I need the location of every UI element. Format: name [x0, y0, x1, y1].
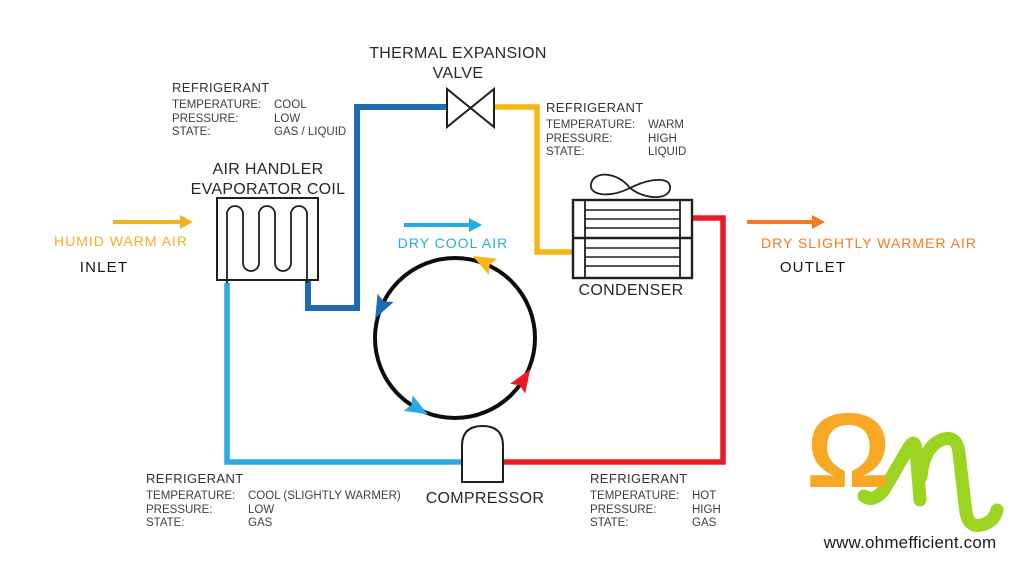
refrigerant-heading: REFRIGERANT: [590, 471, 688, 486]
compressor-title: COMPRESSOR: [425, 490, 545, 507]
refrigerant-block-after-compressor: REFRIGERANT TEMPERATURE:HOT PRESSURE:HIG…: [590, 471, 721, 529]
logo-omega-icon: Ω: [806, 392, 891, 510]
refrigerant-block-after-expansion-valve: REFRIGERANT TEMPERATURE:COOL PRESSURE:LO…: [172, 80, 347, 138]
condenser-title: CONDENSER: [578, 282, 684, 299]
inlet-air-label: HUMID WARM AIR: [53, 233, 189, 249]
cycle-arrow-bottom-icon: [403, 395, 428, 415]
cycle-arrow-top-icon: [472, 255, 498, 275]
cycle-arrow-right-icon: [510, 369, 531, 394]
evaporator-box: [216, 197, 319, 281]
outlet-air-arrowhead-icon: [812, 215, 825, 229]
outlet-air-label: DRY SLIGHTLY WARMER AIR: [761, 235, 977, 251]
condenser-fan-icon: [590, 173, 671, 199]
pipe-evaporator-to-compressor: [224, 283, 462, 465]
center-air-arrowhead-icon: [469, 218, 482, 232]
pipe-compressor-to-condenser: [503, 215, 726, 465]
pipe-valve-to-evaporator: [305, 104, 449, 311]
expansion-valve-icon: [446, 86, 495, 130]
air-handler-title: AIR HANDLER EVAPORATOR COIL: [190, 161, 346, 198]
compressor-icon: [461, 424, 504, 483]
refrigerant-heading: REFRIGERANT: [172, 80, 270, 95]
outlet-label: OUTLET: [779, 259, 847, 276]
refrigerant-block-before-expansion-valve: REFRIGERANT TEMPERATURE:WARM PRESSURE:HI…: [546, 100, 687, 158]
refrigerant-heading: REFRIGERANT: [146, 471, 244, 486]
refrigerant-heading: REFRIGERANT: [546, 100, 644, 115]
website-text: www.ohmefficient.com: [823, 533, 997, 552]
center-air-label: DRY COOL AIR: [397, 235, 509, 251]
evaporator-coil-icon: [226, 205, 308, 283]
inlet-label: INLET: [79, 259, 129, 276]
thermal-expansion-valve-title: THERMAL EXPANSION VALVE: [369, 45, 547, 82]
inlet-air-arrowhead-icon: [180, 215, 193, 229]
pipe-condenser-to-valve: [494, 104, 575, 255]
cycle-arrow-left-icon: [375, 293, 394, 319]
cycle-circle: [373, 256, 537, 420]
logo-green-m-icon: [857, 432, 1004, 532]
condenser-fins: [585, 209, 680, 267]
refrigerant-block-after-evaporator: REFRIGERANT TEMPERATURE:COOL (SLIGHTLY W…: [146, 471, 401, 529]
